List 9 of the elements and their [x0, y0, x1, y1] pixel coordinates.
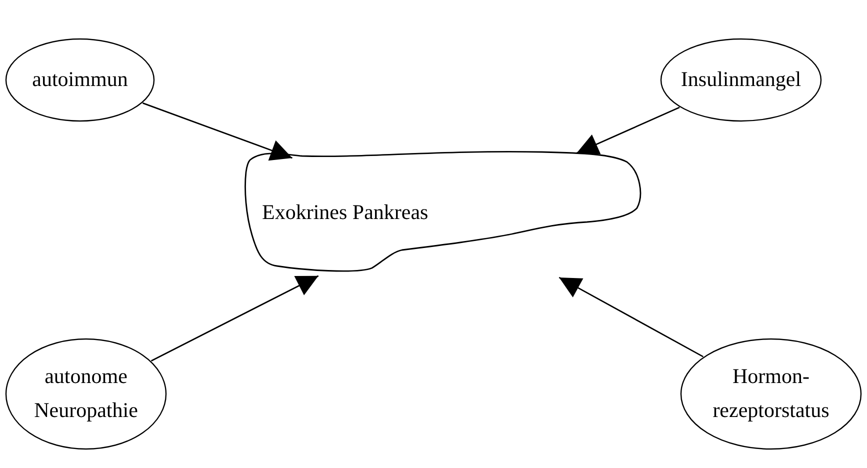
node-label: autoimmun — [32, 66, 128, 94]
node-label: Exokrines Pankreas — [262, 199, 428, 226]
ellipse — [680, 338, 862, 450]
ellipse — [5, 338, 167, 450]
node-label: Insulinmangel — [680, 66, 802, 94]
node-label: Hormon- rezeptorstatus — [712, 363, 830, 424]
ellipse — [660, 38, 822, 122]
node-label: autonome Neuropathie — [33, 363, 139, 424]
ellipse — [5, 38, 155, 122]
